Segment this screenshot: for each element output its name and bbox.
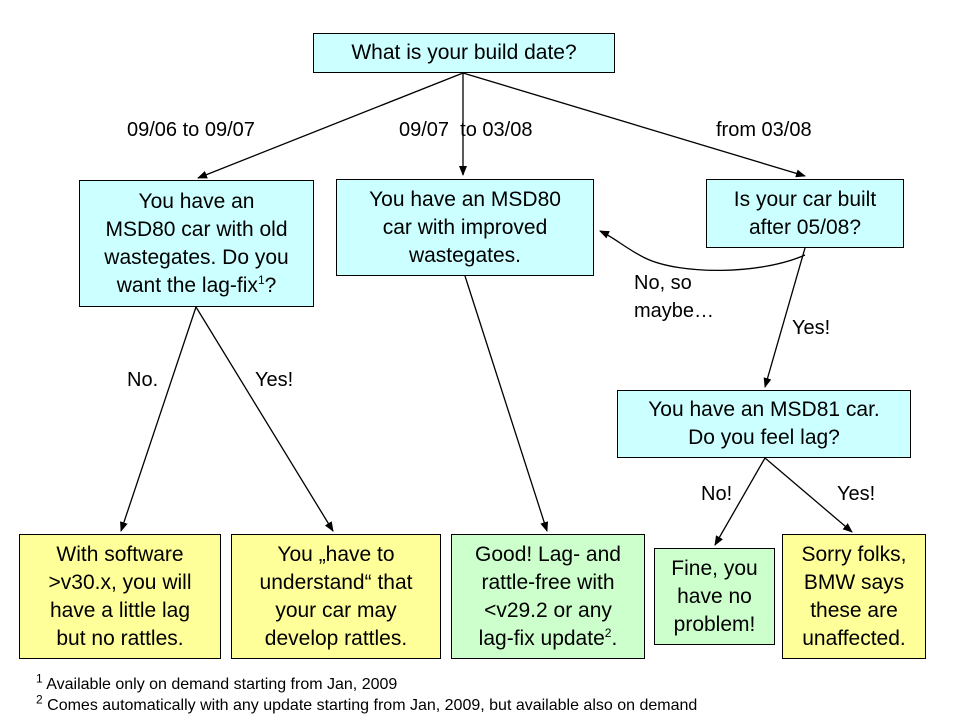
msd80-old-box: You have an MSD80 car with old wastegate… bbox=[79, 180, 314, 307]
fine-result-box: Fine, you have no problem! bbox=[654, 548, 775, 645]
edge-label-range1: 09/06 to 09/07 bbox=[127, 119, 255, 141]
edge-label-yes-lag: Yes! bbox=[837, 483, 876, 505]
footnote-1: 1 Available only on demand starting from… bbox=[36, 671, 398, 695]
footnote-2-mark: 2 bbox=[36, 692, 43, 707]
good-result-text: Good! Lag- and rattle-free with <v29.2 o… bbox=[475, 541, 621, 653]
edge-label-no-lagfix: No. bbox=[127, 369, 159, 391]
build-date-text: What is your build date? bbox=[351, 41, 577, 64]
edge-label-range2: 09/07 to 03/08 bbox=[399, 119, 533, 141]
edge-label-yes-after: Yes! bbox=[792, 317, 831, 339]
msd80-old-tail: ? bbox=[264, 273, 277, 297]
msd80-old-body: You have an MSD80 car with old wastegate… bbox=[104, 189, 289, 297]
footnote-ref-2: 2 bbox=[604, 625, 612, 640]
footnote-1-text: Available only on demand starting from J… bbox=[46, 676, 398, 693]
footnote-ref-1: 1 bbox=[257, 272, 265, 287]
arrow-yes-lagfix bbox=[195, 306, 334, 532]
software-result-box: With software >v30.x, you will have a li… bbox=[19, 534, 221, 659]
edge-label-no-so-maybe: No, so maybe… bbox=[634, 272, 715, 322]
arrow-no-so-maybe bbox=[599, 230, 806, 272]
arrow-to-built-after bbox=[462, 72, 806, 178]
arrow-no-lagfix bbox=[120, 306, 197, 532]
msd80-improved-box: You have an MSD80 car with improved wast… bbox=[336, 179, 594, 276]
understand-result-box: You „have to understand“ that your car m… bbox=[231, 534, 441, 659]
msd80-old-text: You have an MSD80 car with old wastegate… bbox=[104, 188, 288, 300]
msd80-improved-text: You have an MSD80 car with improved wast… bbox=[369, 187, 561, 267]
good-result-body: Good! Lag- and rattle-free with <v29.2 o… bbox=[475, 542, 621, 650]
arrow-to-good bbox=[464, 275, 549, 532]
software-result-text: With software >v30.x, you will have a li… bbox=[48, 542, 192, 650]
good-result-box: Good! Lag- and rattle-free with <v29.2 o… bbox=[451, 534, 645, 659]
footnote-2: 2 Comes automatically with any update st… bbox=[36, 692, 698, 716]
built-after-text: Is your car built after 05/08? bbox=[733, 187, 877, 239]
arrow-to-fine bbox=[714, 457, 766, 546]
msd81-box: You have an MSD81 car. Do you feel lag? bbox=[617, 390, 911, 458]
footnote-1-mark: 1 bbox=[36, 671, 43, 686]
edge-label-yes-lagfix: Yes! bbox=[255, 369, 294, 391]
arrow-to-msd80-old bbox=[197, 72, 464, 179]
edge-label-no-lag: No! bbox=[701, 483, 733, 505]
sorry-result-box: Sorry folks, BMW says these are unaffect… bbox=[782, 534, 926, 659]
arrow-to-sorry bbox=[764, 457, 853, 533]
built-after-box: Is your car built after 05/08? bbox=[706, 179, 904, 248]
understand-result-text: You „have to understand“ that your car m… bbox=[259, 542, 413, 650]
good-result-tail: . bbox=[611, 626, 618, 650]
fine-result-text: Fine, you have no problem! bbox=[671, 556, 758, 636]
sorry-result-text: Sorry folks, BMW says these are unaffect… bbox=[801, 542, 907, 650]
arrow-to-msd81 bbox=[763, 247, 806, 388]
build-date-box: What is your build date? bbox=[313, 33, 615, 73]
edge-label-range3: from 03/08 bbox=[716, 119, 812, 141]
footnote-2-text: Comes automatically with any update star… bbox=[47, 697, 698, 714]
msd81-text: You have an MSD81 car. Do you feel lag? bbox=[648, 398, 880, 449]
